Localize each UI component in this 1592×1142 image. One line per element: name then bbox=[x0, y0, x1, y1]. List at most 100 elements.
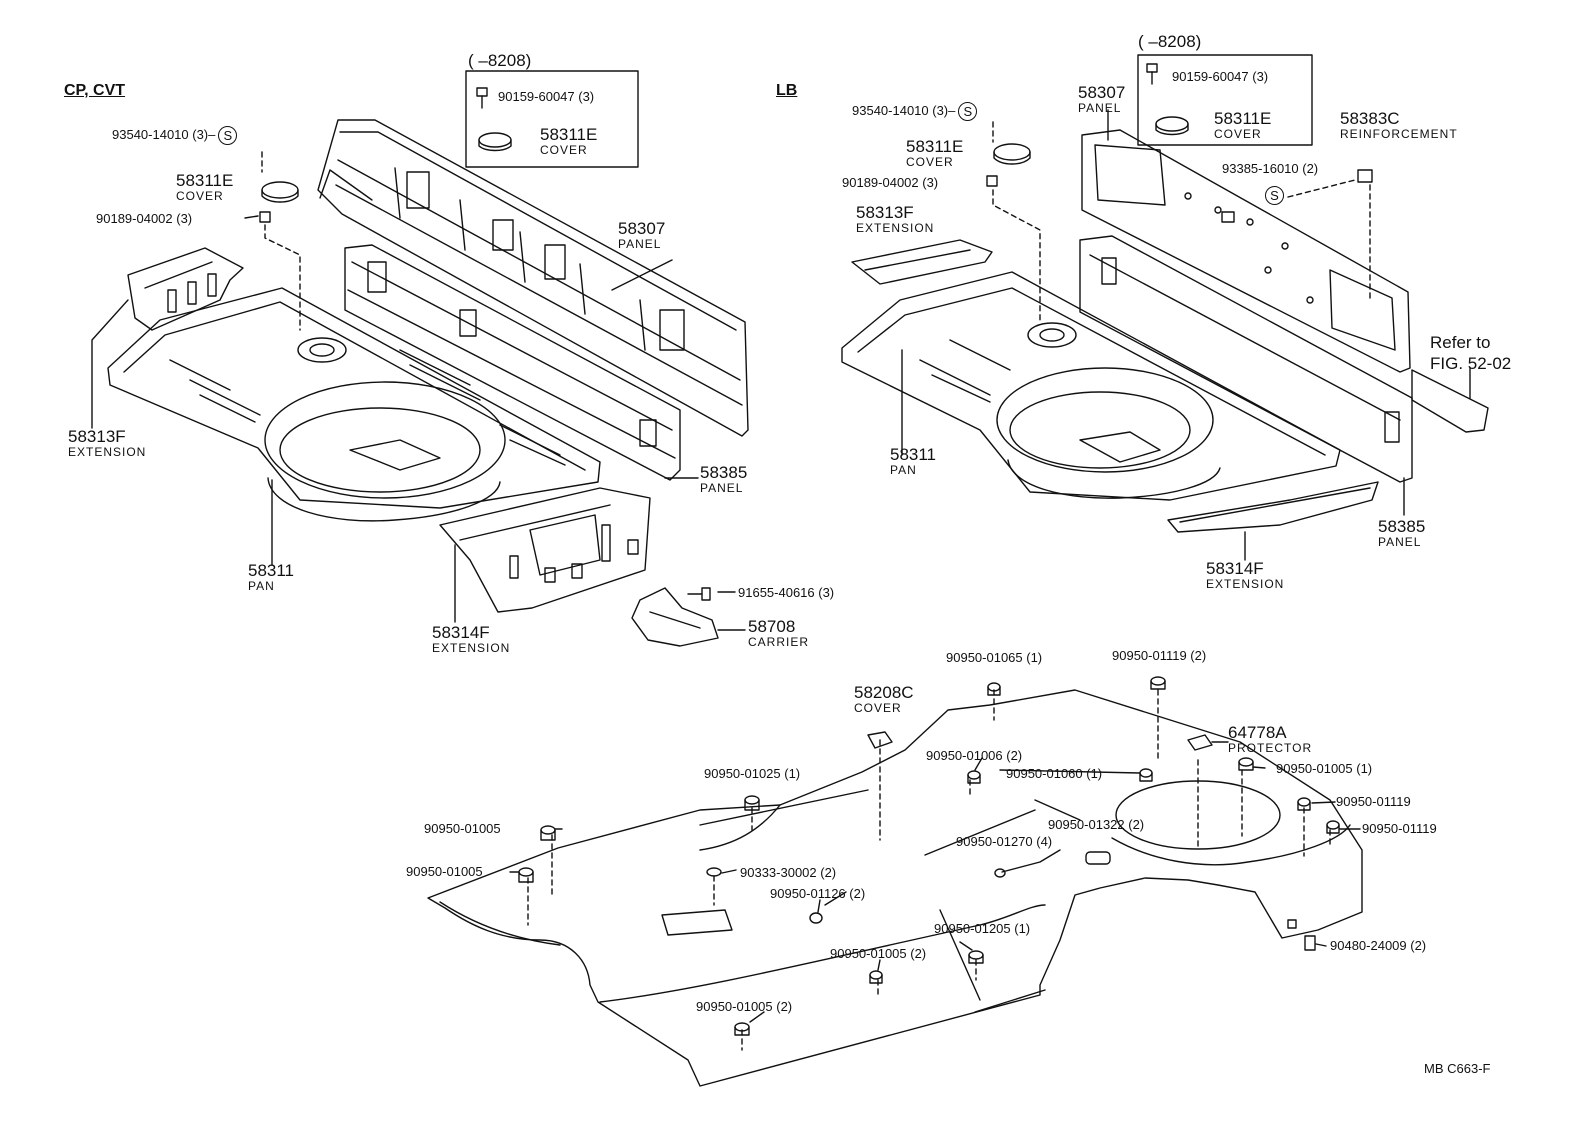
floor-protector-name: PROTECTOR bbox=[1228, 741, 1313, 755]
floor-plug-01005-2b: 90950-01005 (2) bbox=[696, 999, 793, 1014]
floor-plug-01005-2a: 90950-01005 (2) bbox=[830, 946, 927, 961]
left-extension2-label: 58314F EXTENSION bbox=[432, 624, 510, 654]
left-extension2-pn: 58314F bbox=[432, 623, 490, 642]
right-screw-kit-pn: 93540-14010 (3) bbox=[852, 102, 949, 118]
right-leaders bbox=[902, 110, 1470, 560]
left-panel2-name: PANEL bbox=[700, 481, 744, 495]
right-panel-name: PANEL bbox=[1078, 101, 1122, 115]
floor-leaders bbox=[510, 742, 1360, 1022]
floor-plug-24009: 90480-24009 (2) bbox=[1330, 938, 1427, 953]
right-pan-drawing bbox=[842, 272, 1340, 500]
left-extension1-pn: 58313F bbox=[68, 427, 126, 446]
left-inset-cover-pn: 58311E bbox=[540, 125, 598, 144]
right-reinforcement-pn: 58383C bbox=[1340, 109, 1400, 128]
right-cover-drawing bbox=[987, 122, 1370, 320]
diagram-code: MB C663-F bbox=[1424, 1061, 1491, 1076]
left-pan-drawing bbox=[108, 288, 600, 521]
left-cover-label: 58311E COVER bbox=[176, 172, 233, 202]
left-pan-name: PAN bbox=[248, 579, 275, 593]
left-carrier-pn: 58708 bbox=[748, 617, 796, 636]
right-rear-panel-drawing bbox=[1080, 236, 1412, 482]
right-cover-pn: 58311E bbox=[906, 137, 964, 156]
right-inset-box bbox=[1138, 55, 1312, 145]
left-assembly bbox=[92, 71, 748, 646]
right-inset-cover-pn: 58311E bbox=[1214, 109, 1272, 128]
left-carrier-label: 58708 CARRIER bbox=[748, 618, 809, 648]
right-pan-pn: 58311 bbox=[890, 445, 937, 464]
right-extension1-pn: 58313F bbox=[856, 203, 914, 222]
left-extension1-name: EXTENSION bbox=[68, 445, 147, 459]
left-pan-label: 58311 PAN bbox=[248, 562, 294, 592]
left-bolt2-label: 91655-40616 (3) bbox=[738, 585, 835, 600]
right-date-range: ( –8208) bbox=[1138, 32, 1202, 51]
right-pan-name: PAN bbox=[890, 463, 917, 477]
left-panel2-pn: 58385 bbox=[700, 463, 748, 482]
floor-plug-01005-1: 90950-01005 (1) bbox=[1276, 761, 1373, 776]
left-inset-cover-name: COVER bbox=[540, 143, 588, 157]
floor-cover-pn: 58208C bbox=[854, 683, 914, 702]
right-refer-to-text: Refer to bbox=[1430, 333, 1491, 352]
floor-assembly bbox=[428, 677, 1362, 1086]
standard-part-symbol-icon: S bbox=[958, 102, 978, 121]
floor-protector-pn: 64778A bbox=[1228, 723, 1287, 742]
right-panel2-pn: 58385 bbox=[1378, 517, 1426, 536]
right-back-panel-drawing bbox=[1082, 130, 1410, 372]
floor-plug-01005-b: 90950-01005 bbox=[406, 864, 483, 879]
right-screw-kit-label: 93540-14010 (3)–S bbox=[852, 102, 978, 121]
floor-plug-01205: 90950-01205 (1) bbox=[934, 921, 1031, 936]
left-screw-kit-label: 93540-14010 (3)–S bbox=[112, 126, 238, 145]
floor-dashed-lines bbox=[528, 690, 1330, 1050]
right-reinforcement-drawing bbox=[1358, 170, 1372, 182]
standard-part-symbol-icon: S bbox=[218, 126, 238, 145]
left-date-range: ( –8208) bbox=[468, 51, 532, 70]
left-rear-panel-drawing bbox=[345, 245, 680, 480]
right-extension2-label: 58314F EXTENSION bbox=[1206, 560, 1284, 590]
right-inset-cover-label: 58311E COVER bbox=[1214, 110, 1271, 140]
right-cover-name: COVER bbox=[906, 155, 954, 169]
floor-plug-01006: 90950-01006 (2) bbox=[926, 748, 1023, 763]
right-figure-number: FIG. 52-02 bbox=[1430, 354, 1512, 374]
right-figure-reference: Refer to FIG. 52-02 bbox=[1430, 332, 1511, 375]
right-extension2-name: EXTENSION bbox=[1206, 577, 1285, 591]
floor-plug-01025: 90950-01025 (1) bbox=[704, 766, 801, 781]
floor-plug-01065: 90950-01065 (1) bbox=[946, 650, 1043, 665]
left-bolt-drawing bbox=[688, 588, 710, 600]
left-leaders bbox=[92, 216, 745, 630]
right-bracket-drawing bbox=[1412, 370, 1488, 432]
right-panel2-name: PANEL bbox=[1378, 535, 1422, 549]
right-panel-label: 58307 PANEL bbox=[1078, 84, 1125, 114]
right-extension2-pn: 58314F bbox=[1206, 559, 1264, 578]
left-inset-cover-label: 58311E COVER bbox=[540, 126, 597, 156]
right-inset-bolt-label: 90159-60047 (3) bbox=[1172, 69, 1269, 84]
floor-plug-01060: 90950-01060 (1) bbox=[1006, 766, 1103, 781]
right-pan-label: 58311 PAN bbox=[890, 446, 936, 476]
left-panel2-label: 58385 PANEL bbox=[700, 464, 747, 494]
left-panel-label: 58307 PANEL bbox=[618, 220, 665, 250]
right-screw2-symbol: S bbox=[1262, 186, 1284, 205]
left-panel-pn: 58307 bbox=[618, 219, 666, 238]
left-extension1-label: 58313F EXTENSION bbox=[68, 428, 146, 458]
floor-cover-name: COVER bbox=[854, 701, 902, 715]
left-back-panel-drawing bbox=[318, 120, 748, 436]
left-cover-drawing bbox=[260, 152, 300, 330]
left-extension2-drawing bbox=[440, 488, 650, 612]
left-nut-label: 90189-04002 (3) bbox=[96, 211, 193, 226]
floor-carpet-outline bbox=[428, 690, 1362, 1086]
right-cover-label: 58311E COVER bbox=[906, 138, 963, 168]
right-extension1-name: EXTENSION bbox=[856, 221, 935, 235]
right-reinforcement-label: 58383C REINFORCEMENT bbox=[1340, 110, 1458, 140]
left-carrier-drawing bbox=[632, 588, 718, 646]
right-inset-cover-name: COVER bbox=[1214, 127, 1262, 141]
left-carrier-name: CARRIER bbox=[748, 635, 810, 649]
floor-plug-01119-a: 90950-01119 bbox=[1336, 794, 1411, 809]
floor-cover-label: 58208C COVER bbox=[854, 684, 914, 714]
right-nut-label: 90189-04002 (3) bbox=[842, 175, 939, 190]
right-inset-drawing bbox=[1147, 64, 1188, 135]
right-variant-heading: LB bbox=[776, 82, 798, 99]
floor-plug-01126: 90950-01126 (2) bbox=[770, 886, 866, 901]
right-panel-pn: 58307 bbox=[1078, 83, 1126, 102]
right-reinforcement-name: REINFORCEMENT bbox=[1340, 127, 1458, 141]
right-extension1-label: 58313F EXTENSION bbox=[856, 204, 934, 234]
right-assembly bbox=[842, 55, 1488, 560]
